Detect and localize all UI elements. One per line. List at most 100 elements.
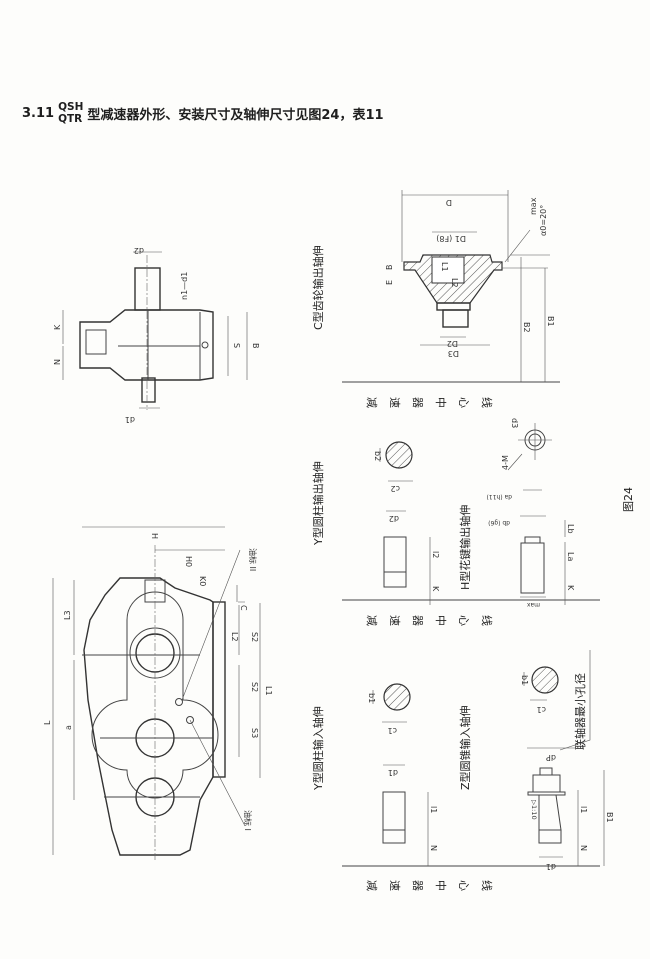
caption-coupling-min-bore: 联轴器最小孔径	[573, 673, 587, 750]
model-stack: QSH QTR	[58, 101, 83, 125]
label-b1-total: B1	[605, 812, 614, 823]
label-b: B	[251, 343, 260, 349]
centerline-label-row-1: 减 速 器 中 心 线	[365, 397, 494, 408]
label-taper: ▷1:10	[530, 800, 538, 820]
char: 器	[411, 880, 424, 891]
label-c-l1: L1	[440, 262, 449, 272]
label-d2: d2	[389, 514, 399, 523]
label-b1: B1	[546, 316, 555, 327]
centerlines	[342, 381, 600, 867]
label-l: L	[43, 720, 52, 725]
label-l3: L3	[63, 610, 72, 620]
label-d: D	[446, 198, 452, 207]
label-h: H	[150, 533, 159, 539]
label-c-l2: L2	[450, 278, 459, 288]
label-angle: α0=20°	[539, 205, 548, 236]
label-lb: Lb	[566, 524, 575, 534]
label-d2: d2	[134, 246, 144, 255]
label-b1: b1	[367, 693, 376, 703]
label-max: max	[529, 197, 538, 215]
label-s: S	[232, 343, 241, 348]
top-view: d2 n1—d1 K N S B d1	[53, 246, 260, 424]
label-d3: D3	[448, 349, 459, 358]
label-c1: c1	[537, 705, 547, 714]
label-s2-b: S2	[250, 682, 259, 692]
c-type-output-view: C型齿轮输出轴伸 D D1 (F8) max α0=20° E B L1 L2 …	[311, 190, 555, 382]
label-k: K	[566, 585, 575, 591]
label-k: K	[53, 324, 62, 330]
label-l1: l1	[429, 806, 438, 813]
label-d2: D2	[447, 339, 458, 348]
label-b2: B2	[522, 322, 531, 333]
model-qsh: QSH	[58, 101, 84, 113]
z-cone-input-view: Z型圆锥输入轴伸 联轴器最小孔径 b1 c1 dP ▷1:10 l1 N B1 …	[458, 650, 614, 871]
char: 心	[457, 615, 470, 626]
char: 线	[480, 615, 494, 626]
label-d1: d1	[546, 862, 556, 871]
char: 心	[457, 880, 470, 891]
char: 线	[480, 880, 494, 891]
figure-label: 图24	[622, 487, 635, 512]
centerline-label-row-2: 减 速 器 中 心 线	[365, 615, 494, 626]
label-h0: H0	[184, 556, 193, 567]
label-d1: d1	[388, 768, 398, 777]
caption-h-spline-output: H型花键输出轴伸	[458, 505, 472, 590]
label-oil-mark-2: 油标 II	[248, 548, 258, 571]
label-a: a	[64, 725, 73, 730]
centerline-label-row-3: 减 速 器 中 心 线	[365, 880, 494, 891]
y-cyl-output-view: Y型圆柱输出轴伸 b2 c2 d2 l2 K	[311, 441, 440, 605]
section-heading: 3.11 QSH QTR 型减速器外形、安装尺寸及轴伸尺寸见图24，表11	[22, 101, 384, 125]
heading-text: 型减速器外形、安装尺寸及轴伸尺寸见图24，表11	[87, 107, 384, 123]
label-k: K	[431, 586, 440, 592]
label-oil-mark-1: 油标 I	[243, 810, 253, 831]
char: 中	[434, 880, 447, 891]
label-n: N	[53, 359, 62, 365]
label-da: da (h11)	[486, 493, 512, 500]
label-c2: c2	[391, 484, 401, 493]
label-d3: d3	[510, 418, 519, 428]
label-c1: c1	[388, 726, 398, 735]
label-l2: L2	[230, 632, 239, 642]
char: 速	[388, 880, 401, 891]
char: 器	[411, 615, 424, 626]
label-s3: S3	[250, 728, 259, 738]
label-la: La	[566, 552, 575, 561]
caption-c-gear-output: C型齿轮输出轴伸	[311, 245, 325, 330]
label-n: N	[429, 845, 438, 851]
label-b1: b1	[520, 675, 529, 685]
label-e: E	[385, 280, 394, 285]
label-l1: L1	[264, 686, 273, 696]
label-4-m: 4-M	[501, 455, 510, 470]
label-dp: dP	[546, 753, 556, 762]
label-s2-a: S2	[250, 632, 259, 642]
char: 中	[434, 397, 447, 408]
char: 器	[411, 397, 424, 408]
char: 减	[365, 880, 378, 891]
section-number: 3.11	[22, 105, 55, 121]
label-db: db (g6)	[488, 519, 510, 526]
char: 减	[365, 397, 378, 408]
char: 线	[480, 397, 494, 408]
char: 减	[365, 615, 378, 626]
label-k0: K0	[198, 576, 207, 586]
caption-z-cone-input: Z型圆锥输入轴伸	[458, 705, 472, 790]
label-c: C	[239, 605, 248, 611]
label-max: max	[526, 601, 540, 608]
label-n: N	[579, 845, 588, 851]
label-d1: d1	[125, 415, 135, 424]
model-qtr: QTR	[58, 113, 83, 125]
label-b: B	[385, 265, 394, 271]
main-view: H H0 K0 油标 II 油标 I L L3 a C L2 S2 S2 S3 …	[43, 526, 273, 860]
char: 心	[457, 397, 470, 408]
label-d1-f8: D1 (F8)	[436, 234, 466, 243]
char: 速	[388, 397, 401, 408]
char: 速	[388, 615, 401, 626]
label-b2: b2	[373, 451, 382, 461]
label-n1-d1: n1—d1	[180, 272, 189, 300]
char: 中	[434, 615, 447, 626]
label-l1: l1	[579, 806, 588, 813]
caption-y-cyl-input: Y型圆柱输入轴伸	[311, 706, 325, 791]
label-l2: l2	[431, 551, 440, 558]
